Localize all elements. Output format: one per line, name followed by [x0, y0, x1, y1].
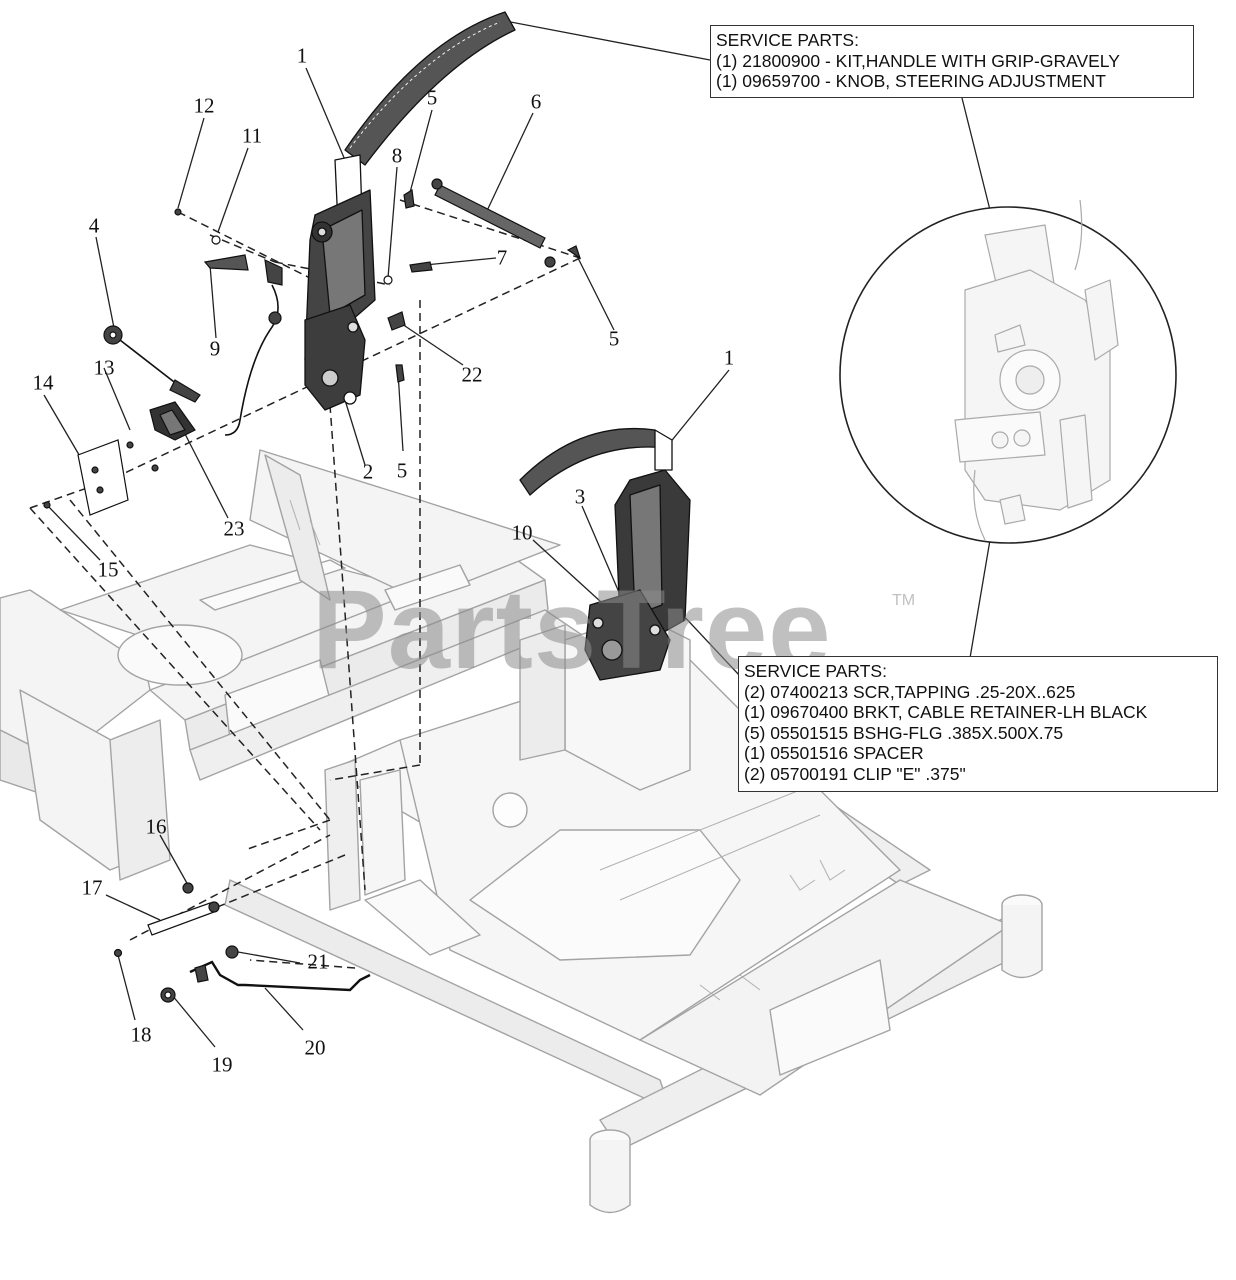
callout-9: 9: [209, 336, 221, 361]
callout-18: 18: [130, 1022, 152, 1047]
callout-8: 8: [391, 143, 403, 168]
service-part-line: (2) 05700191 CLIP "E" .375": [744, 763, 966, 784]
callout-21: 21: [307, 949, 329, 974]
callout-5-top: 5: [426, 85, 438, 110]
watermark-trademark: TM: [892, 592, 916, 609]
callout-6: 6: [530, 89, 542, 114]
callout-13: 13: [93, 355, 115, 380]
service-part-line: (1) 09659700 - KNOB, STEERING ADJUSTMENT: [716, 71, 1106, 91]
service-parts-heading: SERVICE PARTS:: [744, 661, 887, 681]
small-hardware-left: [43, 178, 582, 516]
callout-11: 11: [241, 123, 263, 148]
service-part-line: (1) 21800900 - KIT,HANDLE WITH GRIP-GRAV…: [716, 50, 1120, 71]
small-hardware-lower: [113, 882, 371, 1003]
left-steering-handle: [304, 11, 516, 411]
callout-1-left-handle: 1: [296, 43, 308, 68]
callout-16: 16: [145, 814, 167, 839]
frame-details: [289, 499, 846, 1001]
callout-5-right: 5: [608, 326, 620, 351]
callout-22: 22: [461, 362, 483, 387]
callout-5-middle: 5: [396, 458, 408, 483]
callout-19: 19: [211, 1052, 233, 1077]
service-part-line: (5) 05501515 BSHG-FLG .385X.500X.75: [744, 722, 1064, 743]
callout-1-right-handle: 1: [723, 345, 735, 370]
callout-4: 4: [88, 213, 100, 238]
callout-20: 20: [304, 1035, 326, 1060]
callout-10: 10: [511, 520, 533, 545]
callout-17: 17: [81, 875, 103, 900]
service-part-line: (2) 07400213 SCR,TAPPING .25-20X..625: [744, 681, 1076, 702]
callout-3: 3: [574, 484, 586, 509]
callout-14: 14: [32, 370, 54, 395]
callout-7: 7: [496, 245, 508, 270]
callout-23: 23: [223, 516, 245, 541]
right-steering-handle: [519, 427, 691, 681]
service-parts-box-top: SERVICE PARTS: (1) 21800900 - KIT,HANDLE…: [710, 25, 1194, 98]
service-parts-box-bottom: SERVICE PARTS: (2) 07400213 SCR,TAPPING …: [738, 656, 1218, 792]
detail-view-circle: [839, 199, 1177, 544]
service-part-line: (1) 09670400 BRKT, CABLE RETAINER-LH BLA…: [744, 702, 1148, 722]
callout-15: 15: [97, 557, 119, 582]
callout-12: 12: [193, 93, 215, 118]
service-parts-heading: SERVICE PARTS:: [716, 30, 859, 50]
callout-2: 2: [362, 459, 374, 484]
service-part-line: (1) 05501516 SPACER: [744, 743, 924, 763]
